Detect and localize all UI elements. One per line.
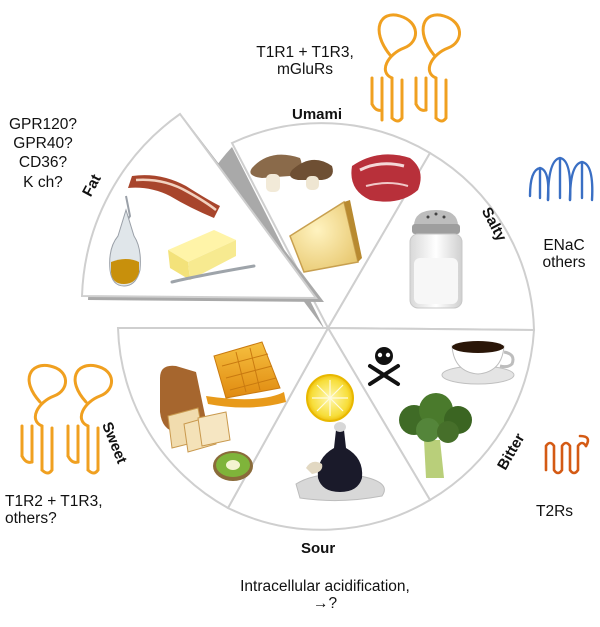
fat-receptor-line-3: CD36? bbox=[18, 154, 68, 172]
oil-bottle-icon bbox=[109, 195, 141, 287]
umami-taste-label: Umami bbox=[292, 106, 343, 123]
bitter-receptor-icon bbox=[544, 434, 590, 475]
umami-receptor-line-2: mGluRs bbox=[277, 61, 333, 79]
mushrooms-icon bbox=[250, 154, 333, 192]
sour-receptor-label: Intracellular acidification, →? bbox=[200, 578, 450, 613]
salty-receptor-line-1: ENaC bbox=[543, 237, 585, 254]
fat-receptor-line-1: GPR120? bbox=[8, 116, 78, 133]
lemon-slice-icon bbox=[306, 374, 354, 422]
cheese-wedge-icon bbox=[289, 200, 362, 273]
bacon-icon bbox=[128, 175, 220, 218]
sour-receptor-line-2: →? bbox=[312, 595, 338, 613]
umami-receptor-icon bbox=[370, 13, 461, 123]
bread-loaf-icon bbox=[160, 365, 231, 453]
sour-slice bbox=[226, 325, 432, 531]
fat-receptor-line-4: K ch? bbox=[23, 173, 63, 191]
umami-receptor-line-1: T1R1 + T1R3, bbox=[256, 44, 354, 61]
steak-icon bbox=[351, 154, 421, 202]
skull-crossbones-icon bbox=[368, 347, 400, 386]
bitter-receptor-label: T2Rs bbox=[536, 503, 574, 520]
sour-taste-label: Sour bbox=[301, 540, 336, 557]
vinegar-bottle-icon bbox=[295, 422, 385, 502]
sweet-receptor-line-2: others? bbox=[5, 510, 57, 528]
honeycomb-icon bbox=[206, 341, 286, 408]
salty-receptor-label: ENaC others bbox=[530, 237, 598, 272]
fat-receptor-label: GPR120? GPR40? CD36? K ch? bbox=[2, 115, 84, 192]
sweet-receptor-label: T1R2 + T1R3, others? bbox=[5, 493, 103, 528]
sweet-receptor-icon bbox=[20, 363, 113, 475]
coffee-cup-icon bbox=[441, 341, 515, 385]
salt-shaker-icon bbox=[409, 210, 463, 309]
salty-receptor-icon bbox=[528, 156, 594, 202]
umami-receptor-label: T1R1 + T1R3, mGluRs bbox=[250, 44, 360, 79]
sour-receptor-line-1: Intracellular acidification, bbox=[240, 578, 410, 595]
kiwi-slice-icon bbox=[213, 451, 253, 481]
butter-icon bbox=[168, 230, 256, 284]
salty-receptor-line-2: others bbox=[542, 254, 586, 272]
sweet-receptor-line-1: T1R2 + T1R3, bbox=[5, 493, 103, 510]
broccoli-icon bbox=[399, 393, 472, 478]
fat-receptor-line-2: GPR40? bbox=[13, 135, 73, 153]
